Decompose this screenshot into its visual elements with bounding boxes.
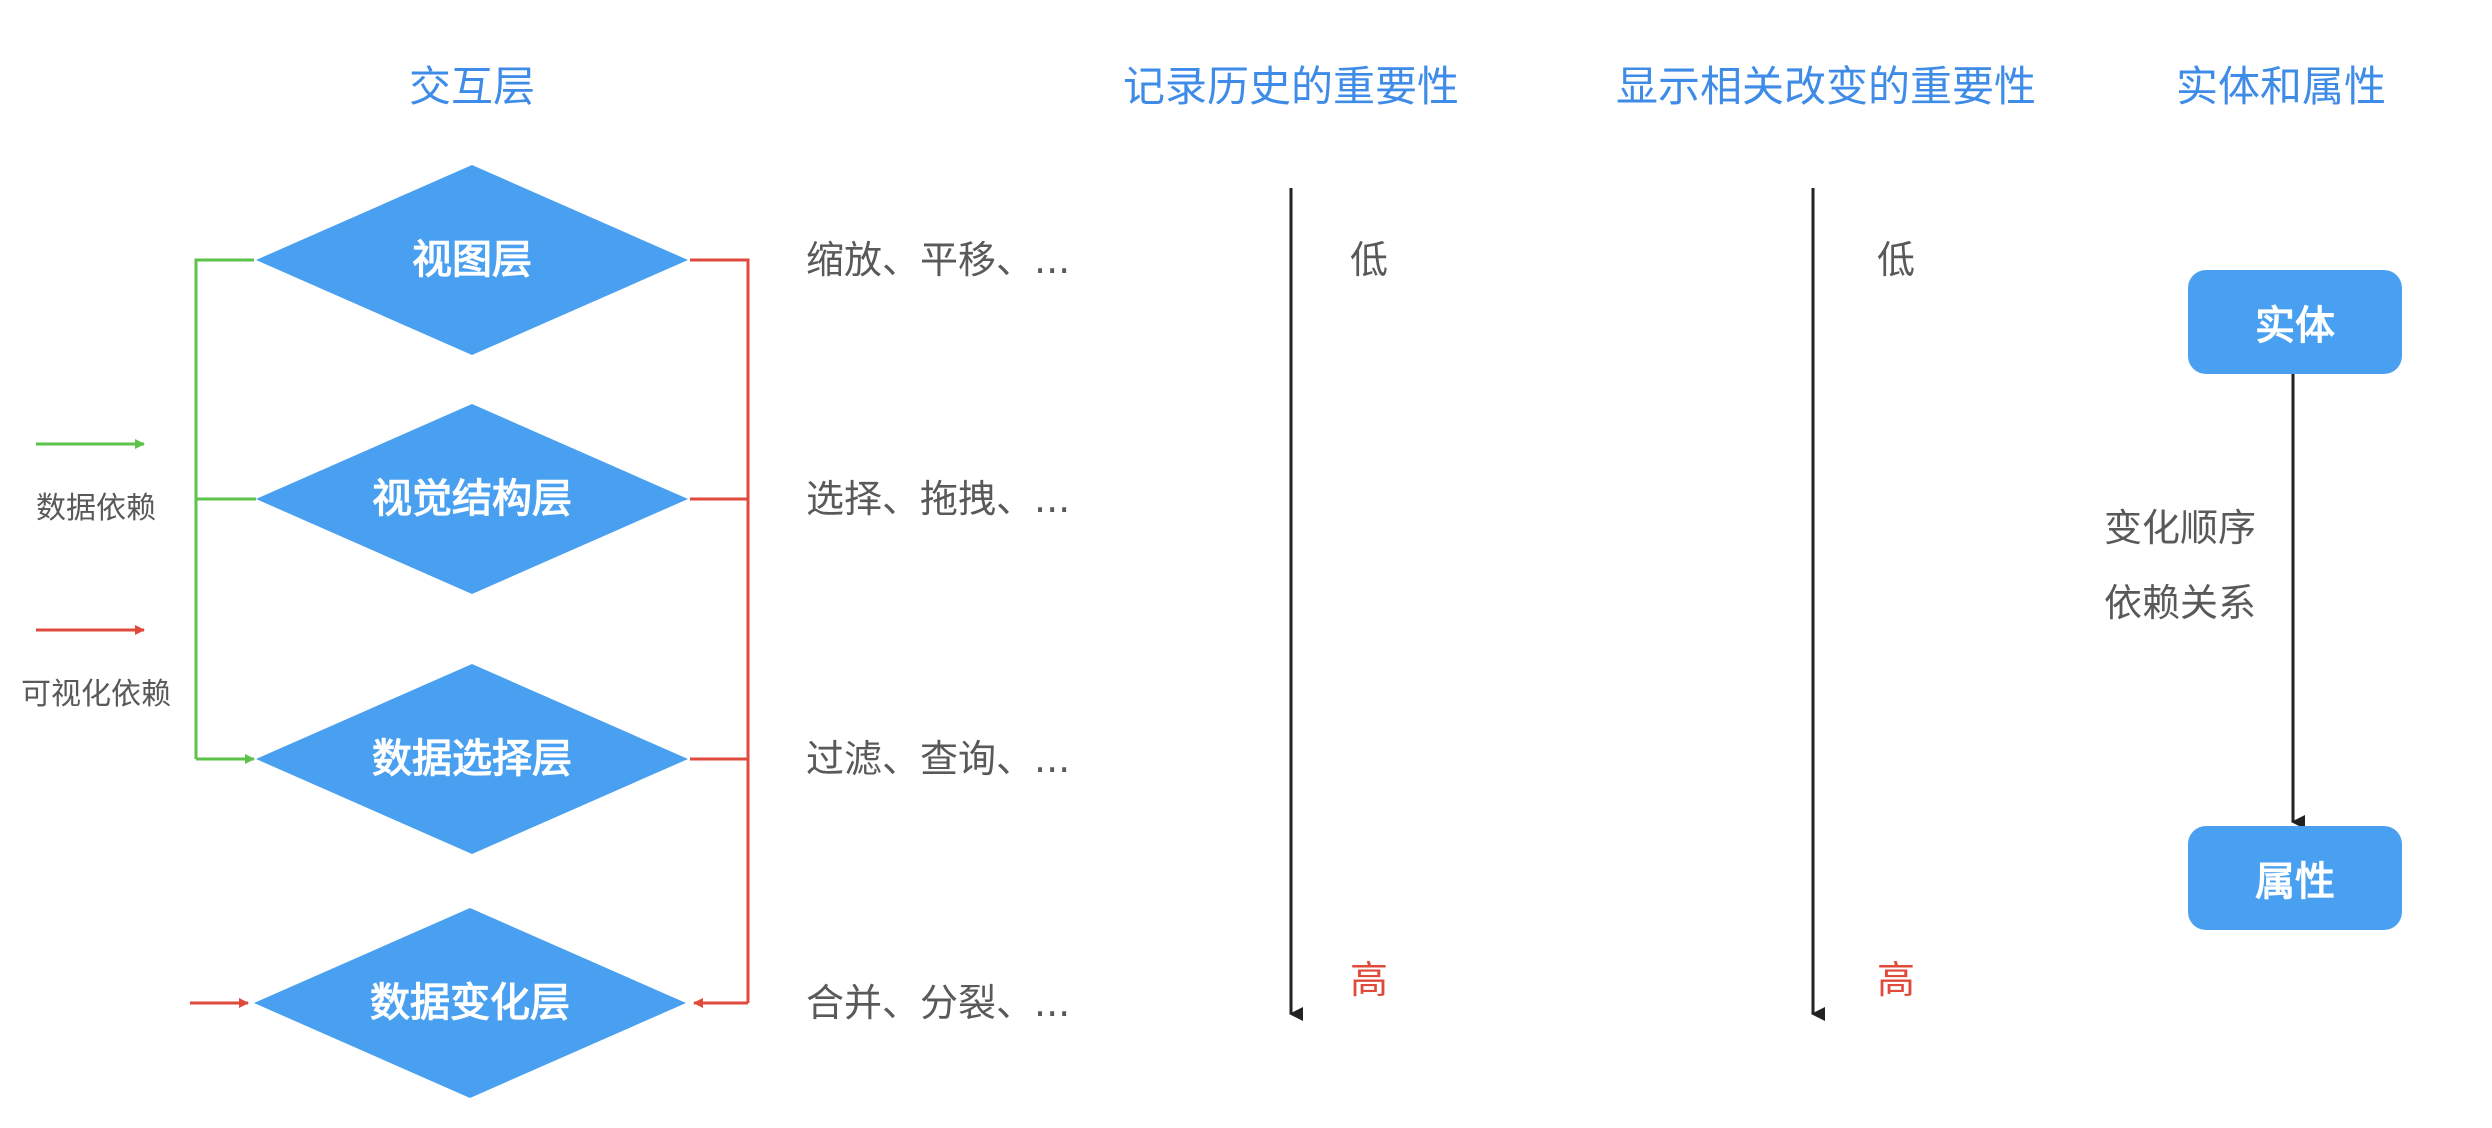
header-interaction-layer: 交互层 — [408, 62, 536, 111]
layer-label-data-selection: 数据选择层 — [372, 736, 572, 782]
visual-dependency-connector — [690, 258, 750, 1008]
actions-data-selection: 过滤、查询、... — [806, 737, 1071, 781]
attribute-label: 属性 — [2255, 859, 2335, 905]
change-order-label: 变化顺序 — [2104, 506, 2257, 550]
header-entity-attribute: 实体和属性 — [2175, 62, 2387, 111]
diamond-visual-structure-layer — [256, 404, 688, 594]
layer-label-view: 视图层 — [412, 237, 532, 283]
change-high-label: 高 — [1877, 958, 1916, 1002]
header-change-importance: 显示相关改变的重要性 — [1615, 62, 2037, 111]
layer-label-data-change: 数据变化层 — [370, 980, 570, 1026]
actions-view: 缩放、平移、... — [806, 238, 1071, 282]
actions-visual-structure: 选择、拖拽、... — [806, 477, 1071, 521]
legend-visual-dependency-label: 可视化依赖 — [21, 677, 171, 712]
dependency-relation-label: 依赖关系 — [2104, 581, 2257, 625]
layer-label-visual-structure: 视觉结构层 — [372, 476, 572, 522]
diamond-data-change-layer — [254, 908, 686, 1098]
history-low-label: 低 — [1350, 238, 1389, 282]
entity-label: 实体 — [2255, 303, 2335, 349]
history-high-label: 高 — [1350, 958, 1389, 1002]
legend-data-dependency-label: 数据依赖 — [36, 491, 156, 526]
diamond-view-layer — [256, 165, 688, 355]
data-dependency-connector — [194, 258, 256, 764]
actions-data-change: 合并、分裂、... — [806, 981, 1071, 1025]
attribute-box: 属性 — [2188, 826, 2402, 930]
entity-box: 实体 — [2188, 270, 2402, 374]
header-history-importance: 记录历史的重要性 — [1122, 62, 1460, 111]
change-low-label: 低 — [1877, 238, 1916, 282]
diamond-data-selection-layer — [256, 664, 688, 854]
